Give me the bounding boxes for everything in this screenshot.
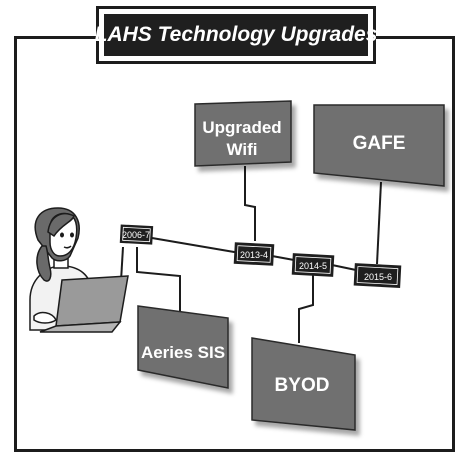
person-eye-right xyxy=(70,232,74,238)
connector-byod xyxy=(298,273,314,343)
date-label-2014-5: 2014-5 xyxy=(299,261,327,271)
date-tag-2013-4: 2013-4 xyxy=(233,242,275,266)
date-tag-2014-5: 2014-5 xyxy=(291,253,335,277)
milestone-label-byod: BYOD xyxy=(275,375,330,396)
date-tag-2006-7: 2006-7 xyxy=(119,224,154,245)
person-mouth xyxy=(63,245,72,249)
person-eye-left xyxy=(60,232,64,238)
connector-wifi xyxy=(244,166,256,241)
title-banner: LAHS Technology Upgrades xyxy=(95,6,377,64)
date-label-2015-6: 2015-6 xyxy=(364,272,392,282)
date-label-2006-7: 2006-7 xyxy=(122,230,150,240)
person-ponytail xyxy=(36,245,52,282)
connector-aeries xyxy=(136,247,181,318)
date-tag-2015-6: 2015-6 xyxy=(353,263,402,288)
person-fringe xyxy=(47,212,75,238)
laptop-base xyxy=(39,321,122,333)
milestone-label-wifi-2: Wifi xyxy=(226,140,257,159)
connector-gafe xyxy=(376,181,382,265)
milestone-label-wifi-1: Upgraded xyxy=(202,118,281,137)
timeline-line-1 xyxy=(151,237,241,254)
date-label-2013-4: 2013-4 xyxy=(240,250,268,260)
woman-with-laptop-illustration xyxy=(29,207,129,333)
page-title: LAHS Technology Upgrades xyxy=(94,23,378,46)
title-banner-inner: LAHS Technology Upgrades xyxy=(95,14,377,56)
box-byod xyxy=(251,337,356,431)
box-upgraded-wifi xyxy=(194,100,292,167)
timeline-line-3 xyxy=(331,264,357,271)
box-aeries-sis xyxy=(137,305,229,389)
timeline-line-2 xyxy=(271,255,295,261)
laptop-lid xyxy=(55,275,129,327)
box-gafe xyxy=(313,104,445,187)
connector-lines xyxy=(119,166,382,343)
person-hand xyxy=(33,311,57,324)
milestone-label-aeries: Aeries SIS xyxy=(141,343,225,362)
milestone-label-gafe: GAFE xyxy=(353,133,406,154)
